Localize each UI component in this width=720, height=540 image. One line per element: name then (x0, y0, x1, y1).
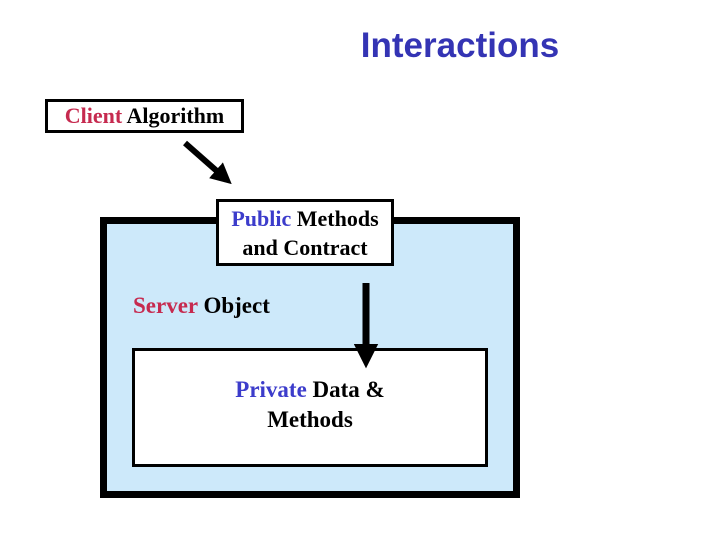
public-methods-box: Public Methods and Contract (216, 199, 394, 266)
private-line2: Methods (267, 407, 353, 432)
client-keyword: Client (64, 103, 123, 128)
server-rest: Object (197, 293, 270, 318)
private-keyword: Private (235, 377, 307, 402)
client-to-public-arrow-icon (183, 140, 232, 185)
server-keyword: Server (133, 293, 198, 318)
private-rest: Data & (306, 377, 385, 402)
private-data-box: Private Data & Methods (132, 348, 488, 467)
public-rest: Methods (291, 206, 379, 231)
client-rest: Algorithm (122, 103, 225, 128)
public-line2: and Contract (242, 235, 368, 260)
public-keyword: Public (231, 206, 292, 231)
server-object-label: Server Object (133, 293, 270, 319)
page-title: Interactions (360, 26, 560, 65)
client-algorithm-box: Client Algorithm (45, 99, 244, 133)
